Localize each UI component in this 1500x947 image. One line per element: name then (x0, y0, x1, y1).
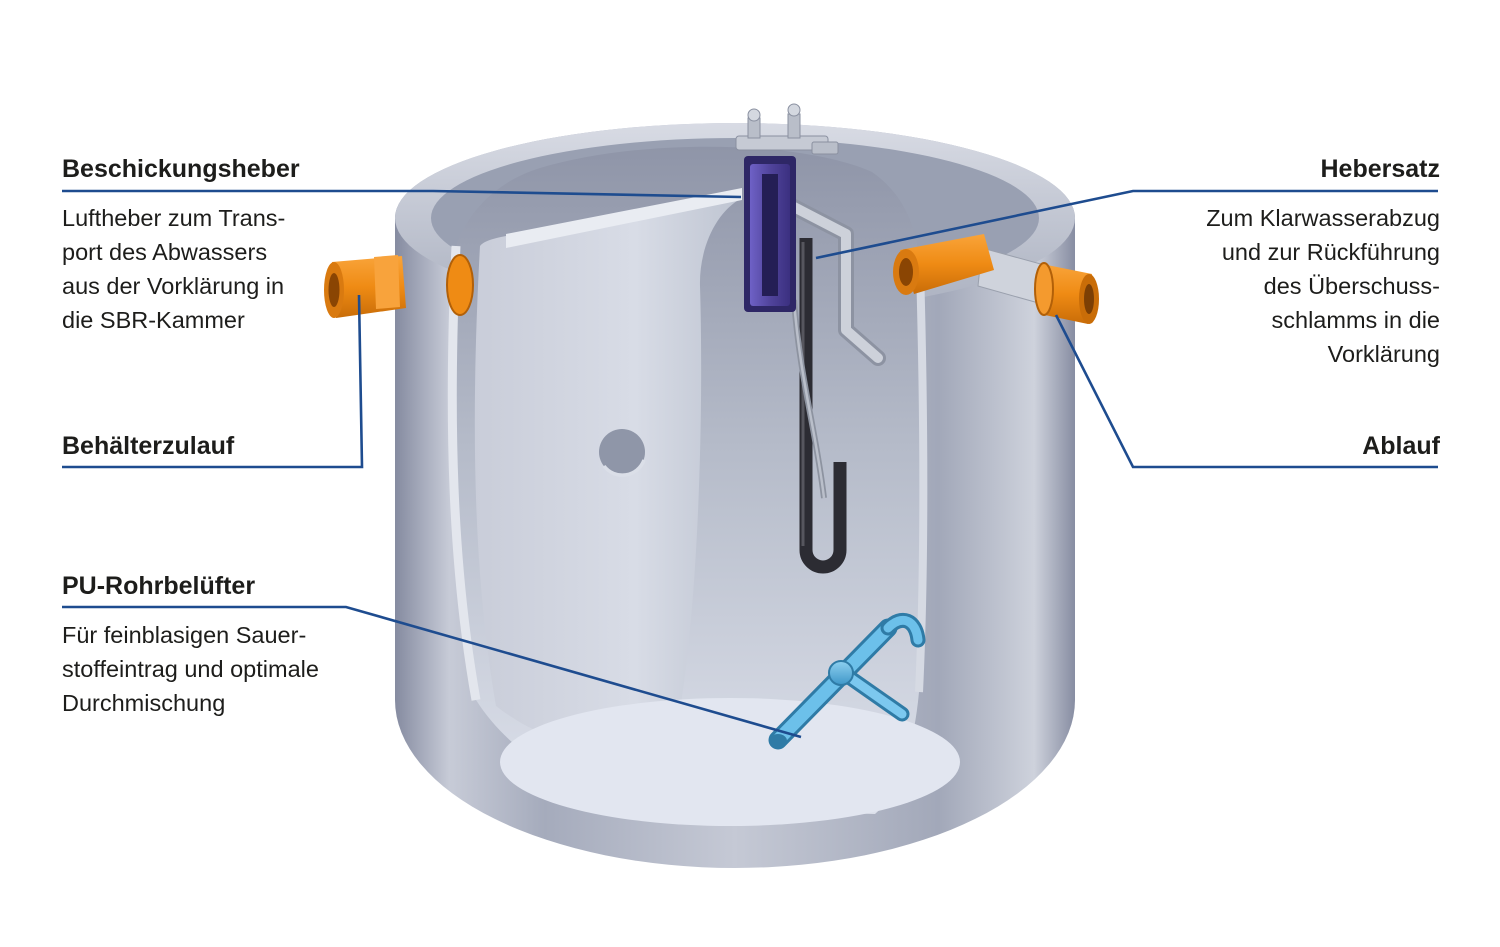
label-behaelterzulauf: Behälterzulauf (62, 432, 402, 460)
label-beschickungsheber: Beschickungsheber (62, 155, 402, 183)
leader-behaelterzulauf (62, 294, 364, 469)
divider-top-edge (506, 188, 742, 248)
divider-hole-edge (602, 459, 646, 477)
leader-beschickungsheber (62, 189, 742, 199)
hebersatz-heading: Hebersatz (1320, 155, 1441, 183)
leader-lines (62, 189, 1438, 739)
tank-floor (500, 698, 960, 826)
label-beschickungsheber-description: Luftheber zum Trans- port des Abwassers … (62, 201, 362, 337)
label-ablauf: Ablauf (1100, 432, 1440, 460)
divider-hole (599, 429, 645, 475)
label-pu-rohrbeluefter: PU-Rohrbelüfter (62, 572, 402, 600)
label-hebersatz-description: Zum Klarwasserabzug und zur Rückführung … (1140, 201, 1440, 371)
leader-ablauf (1054, 314, 1438, 469)
inlet-pipe (324, 254, 474, 318)
lifter-device (735, 103, 839, 312)
pipe-silver (784, 198, 886, 499)
ablauf-heading: Ablauf (1362, 432, 1440, 460)
leader-pu-rohrbeluefter (62, 605, 802, 739)
label-pu-rohrbeluefter-description: Für feinblasigen Sauer- stoffeintrag und… (62, 618, 382, 720)
aerator-assembly (768, 612, 926, 750)
leader-hebersatz (815, 189, 1438, 260)
beschickungsheber-heading: Beschickungsheber (62, 155, 300, 183)
clearwater-funnel (893, 234, 1049, 305)
label-hebersatz: Hebersatz (1100, 155, 1441, 183)
pu-rohrbeluefter-heading: PU-Rohrbelüfter (62, 572, 256, 600)
pu-rohrbeluefter-description: Für feinblasigen Sauer- stoffeintrag und… (62, 622, 319, 716)
behaelterzulauf-heading: Behälterzulauf (62, 432, 235, 460)
beschickungsheber-description: Luftheber zum Trans- port des Abwassers … (62, 205, 286, 333)
u-tube (799, 238, 847, 574)
cut-edge-left (447, 245, 481, 701)
outlet-pipe (1034, 262, 1099, 324)
hebersatz-description: Zum Klarwasserabzug und zur Rückführung … (1206, 205, 1440, 367)
